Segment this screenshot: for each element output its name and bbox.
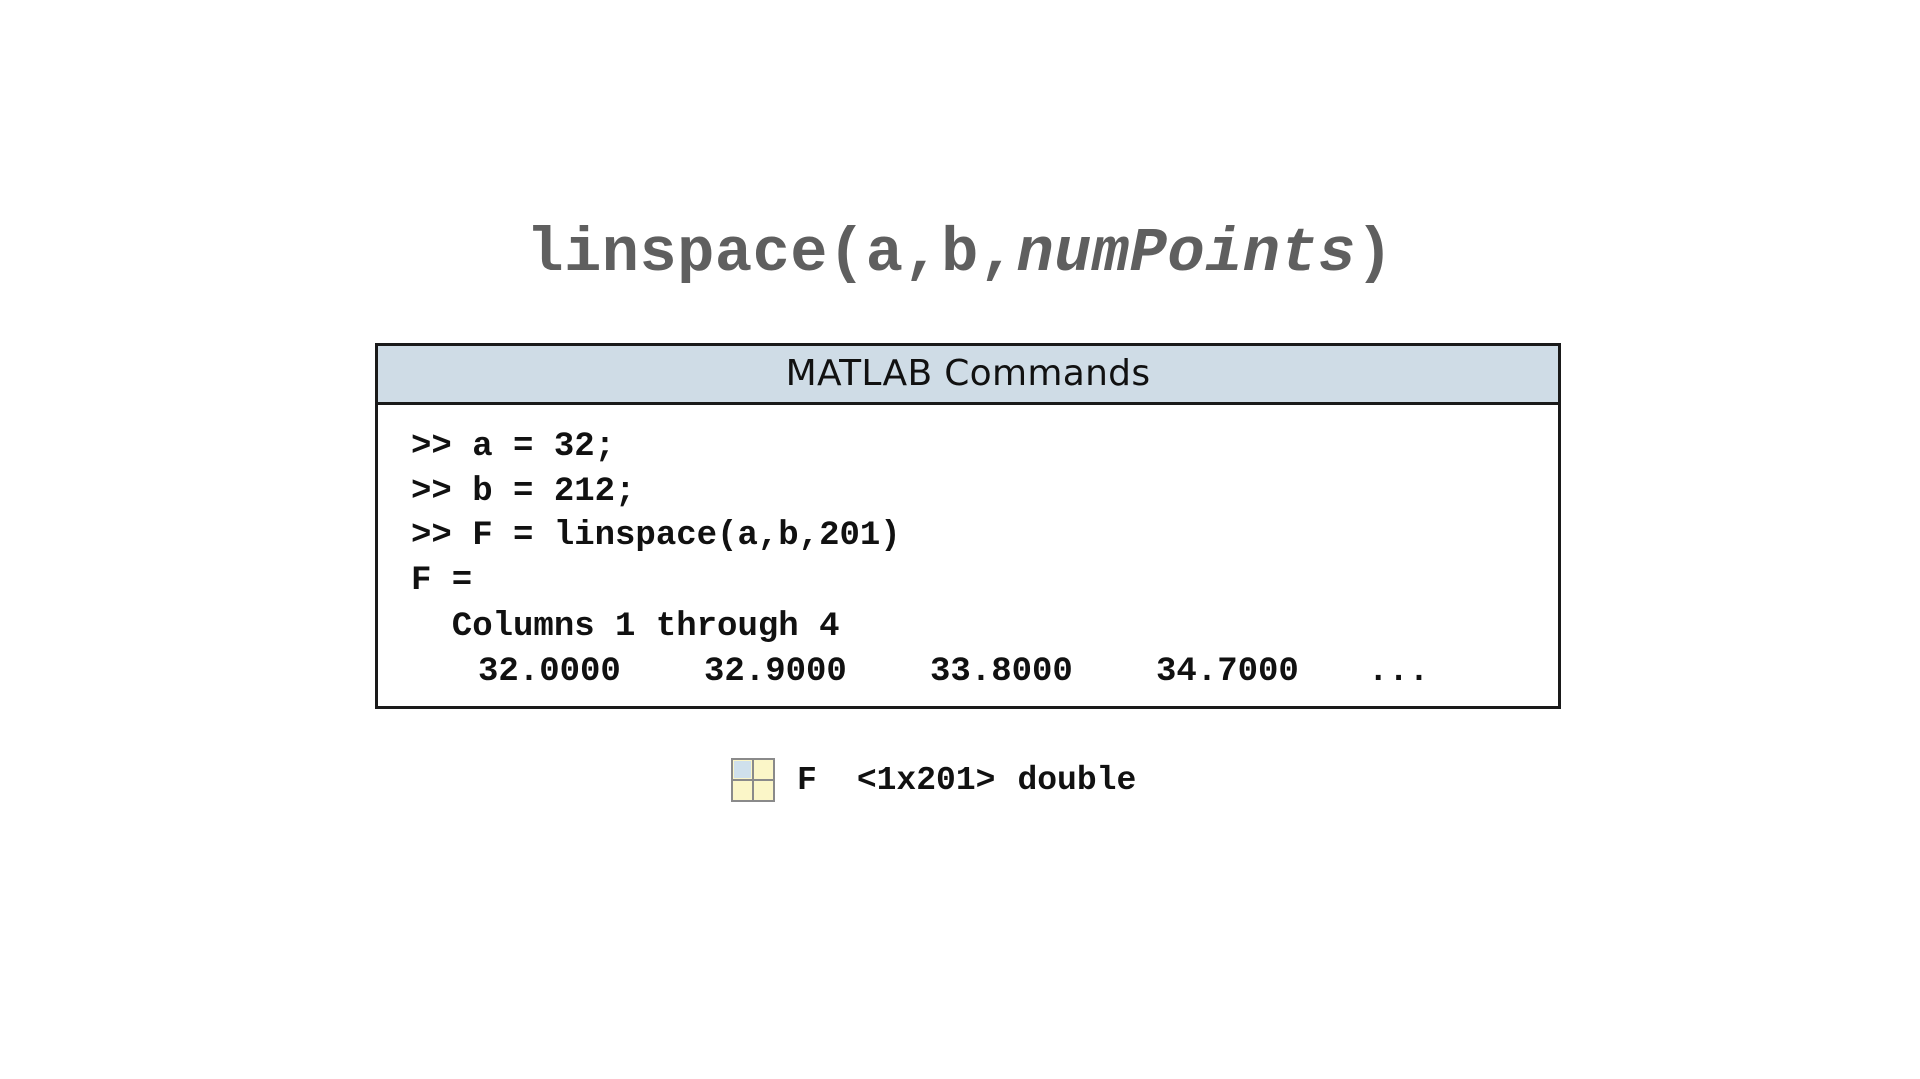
command-line: >> a = 32;	[411, 428, 616, 466]
workspace-variable[interactable]: F <1x201> double	[731, 756, 1136, 804]
variable-class: double	[1017, 761, 1137, 799]
value-cell: 32.9000	[704, 653, 847, 691]
syntax-arg-numpoints: numPoints	[1016, 218, 1356, 289]
panel-header: MATLAB Commands	[378, 346, 1558, 405]
value-cell: 32.0000	[478, 653, 621, 691]
values-row: 32.0000 32.9000 33.8000 34.7000 ...	[478, 652, 1429, 692]
columns-line: Columns 1 through 4	[411, 608, 840, 646]
output-var-line: F =	[411, 562, 473, 600]
continuation-ellipsis: ...	[1368, 653, 1430, 691]
command-line: >> b = 212;	[411, 473, 636, 511]
variable-name: F	[797, 761, 817, 799]
matrix-grid-icon	[731, 758, 775, 802]
matlab-commands-panel: MATLAB Commands >> a = 32; >> b = 212; >…	[375, 343, 1561, 709]
command-line: >> F = linspace(a,b,201)	[411, 517, 901, 555]
variable-size: <1x201>	[856, 761, 996, 799]
syntax-func: linspace(a,b,	[526, 218, 1017, 289]
syntax-title: linspace(a,b,numPoints)	[0, 218, 1920, 289]
value-cell: 34.7000	[1156, 653, 1299, 691]
syntax-close-paren: )	[1355, 218, 1394, 289]
value-cell: 33.8000	[930, 653, 1073, 691]
